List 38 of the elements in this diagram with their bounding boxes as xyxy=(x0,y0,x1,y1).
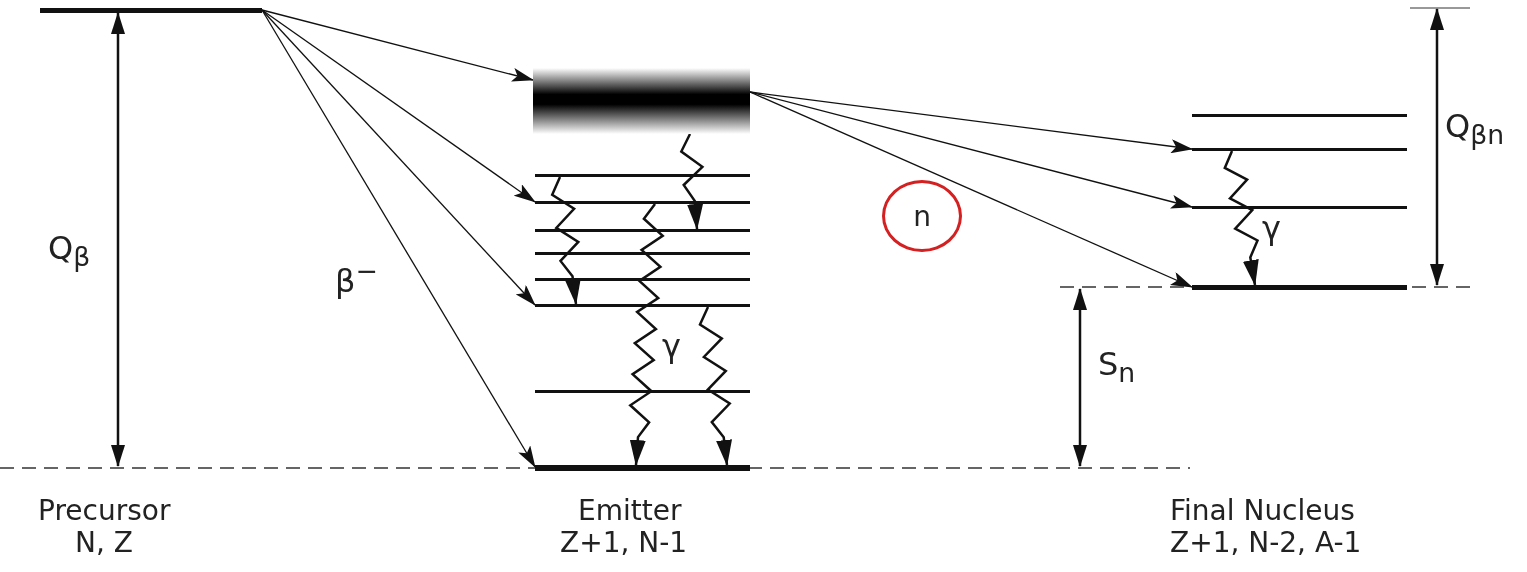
symbol-label: Q$_{βn}$ xyxy=(1445,110,1505,152)
energy-level xyxy=(535,174,750,177)
nucleus-label: Precursor xyxy=(38,495,171,527)
energy-level xyxy=(535,229,750,232)
energy-level xyxy=(535,304,750,307)
nucleus-label: Z+1, N-1 xyxy=(560,527,688,559)
wavy-arrow xyxy=(698,306,732,466)
nucleus-label: Final Nucleus xyxy=(1170,495,1355,527)
nucleus-label: Emitter xyxy=(578,495,682,527)
wavy-arrow xyxy=(1223,150,1260,286)
arrow xyxy=(749,91,1193,209)
symbol-label: Q$_{β}$ xyxy=(48,232,91,274)
energy-level xyxy=(1192,285,1407,290)
energy-level xyxy=(535,252,750,255)
energy-level xyxy=(535,201,750,204)
energy-level xyxy=(1192,114,1407,117)
arrow xyxy=(261,9,536,306)
energy-level xyxy=(535,390,750,393)
wavy-arrow xyxy=(679,133,705,230)
energy-level xyxy=(535,278,750,281)
energy-level xyxy=(535,465,750,471)
energy-level xyxy=(40,8,262,13)
arrow xyxy=(749,91,1193,288)
arrow xyxy=(261,9,536,203)
symbol-label: γ xyxy=(1262,212,1281,244)
symbol-label: γ xyxy=(662,330,681,362)
arrow xyxy=(261,9,536,468)
nucleus-label: N, Z xyxy=(75,527,133,559)
symbol-label: S$_{n}$ xyxy=(1098,348,1136,390)
arrow xyxy=(261,9,534,82)
circled-label: n xyxy=(882,180,962,252)
wavy-arrow xyxy=(628,203,665,466)
energy-level xyxy=(1192,206,1407,209)
wavy-arrow xyxy=(550,176,581,305)
nucleus-label: Z+1, N-2, A-1 xyxy=(1170,527,1362,559)
symbol-label: β$^{−}$ xyxy=(335,255,378,297)
energy-level xyxy=(1192,148,1407,151)
broad-level-band xyxy=(533,68,750,134)
